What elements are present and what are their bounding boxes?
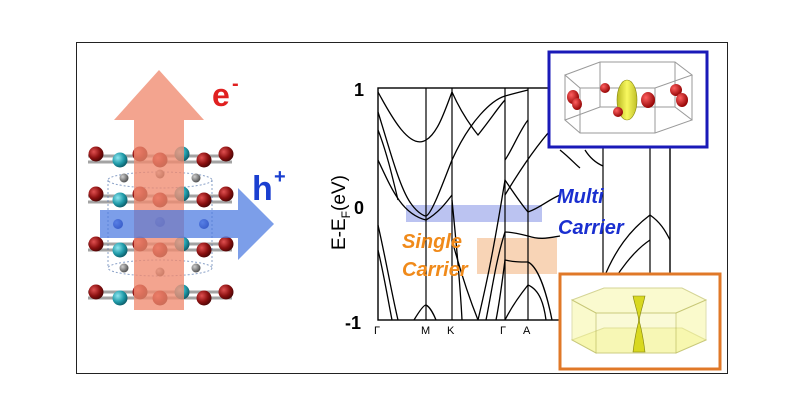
electron-arrow [114,70,204,310]
svg-text:E-EF(eV): E-EF(eV) [329,175,353,250]
k-label-m: M [421,325,430,337]
atom [196,192,212,208]
single-carrier-band [477,238,557,274]
y-tick-0: 0 [354,198,364,218]
atom [218,284,234,300]
hole-arrow [100,188,274,260]
atom [218,186,234,202]
hole-label: h [252,170,273,208]
atom-small [191,173,201,183]
k-label-a: A [523,325,531,337]
y-axis-label: E-EF(eV) [329,175,353,250]
atom-small [191,263,201,273]
atom [88,186,104,202]
atom [112,290,128,306]
k-label-gamma-2: Γ [500,325,506,337]
atom [112,152,128,168]
y-tick-1: 1 [354,80,364,100]
multi-carrier-label-line2: Carrier [558,217,625,239]
electron-superscript: - [232,73,239,95]
atom [112,192,128,208]
atom-small [119,263,129,273]
atom [88,236,104,252]
single-carrier-label-line1: Single [402,231,462,253]
atom [112,242,128,258]
atom [218,146,234,162]
atom [196,290,212,306]
bands [377,89,671,321]
single-carrier-label-line2: Carrier [402,259,469,281]
band-structure-plot: 1 0 -1 E-EF(eV) Γ M K Γ A Multi Carrier … [329,80,671,337]
atom-small [119,173,129,183]
atom [88,284,104,300]
y-tick-minus-1: -1 [345,313,361,333]
k-label-gamma-1: Γ [374,325,380,337]
hole-superscript: + [274,166,286,188]
atom [218,236,234,252]
fermi-surface-inset-single [558,272,722,371]
fermi-surface-inset-multi [547,50,709,149]
electron-label: e [212,77,230,113]
atom [196,242,212,258]
k-label-k: K [447,325,455,337]
plot-frame [377,87,671,321]
atom [88,146,104,162]
atom [196,152,212,168]
multi-carrier-label-line1: Multi [557,186,604,208]
